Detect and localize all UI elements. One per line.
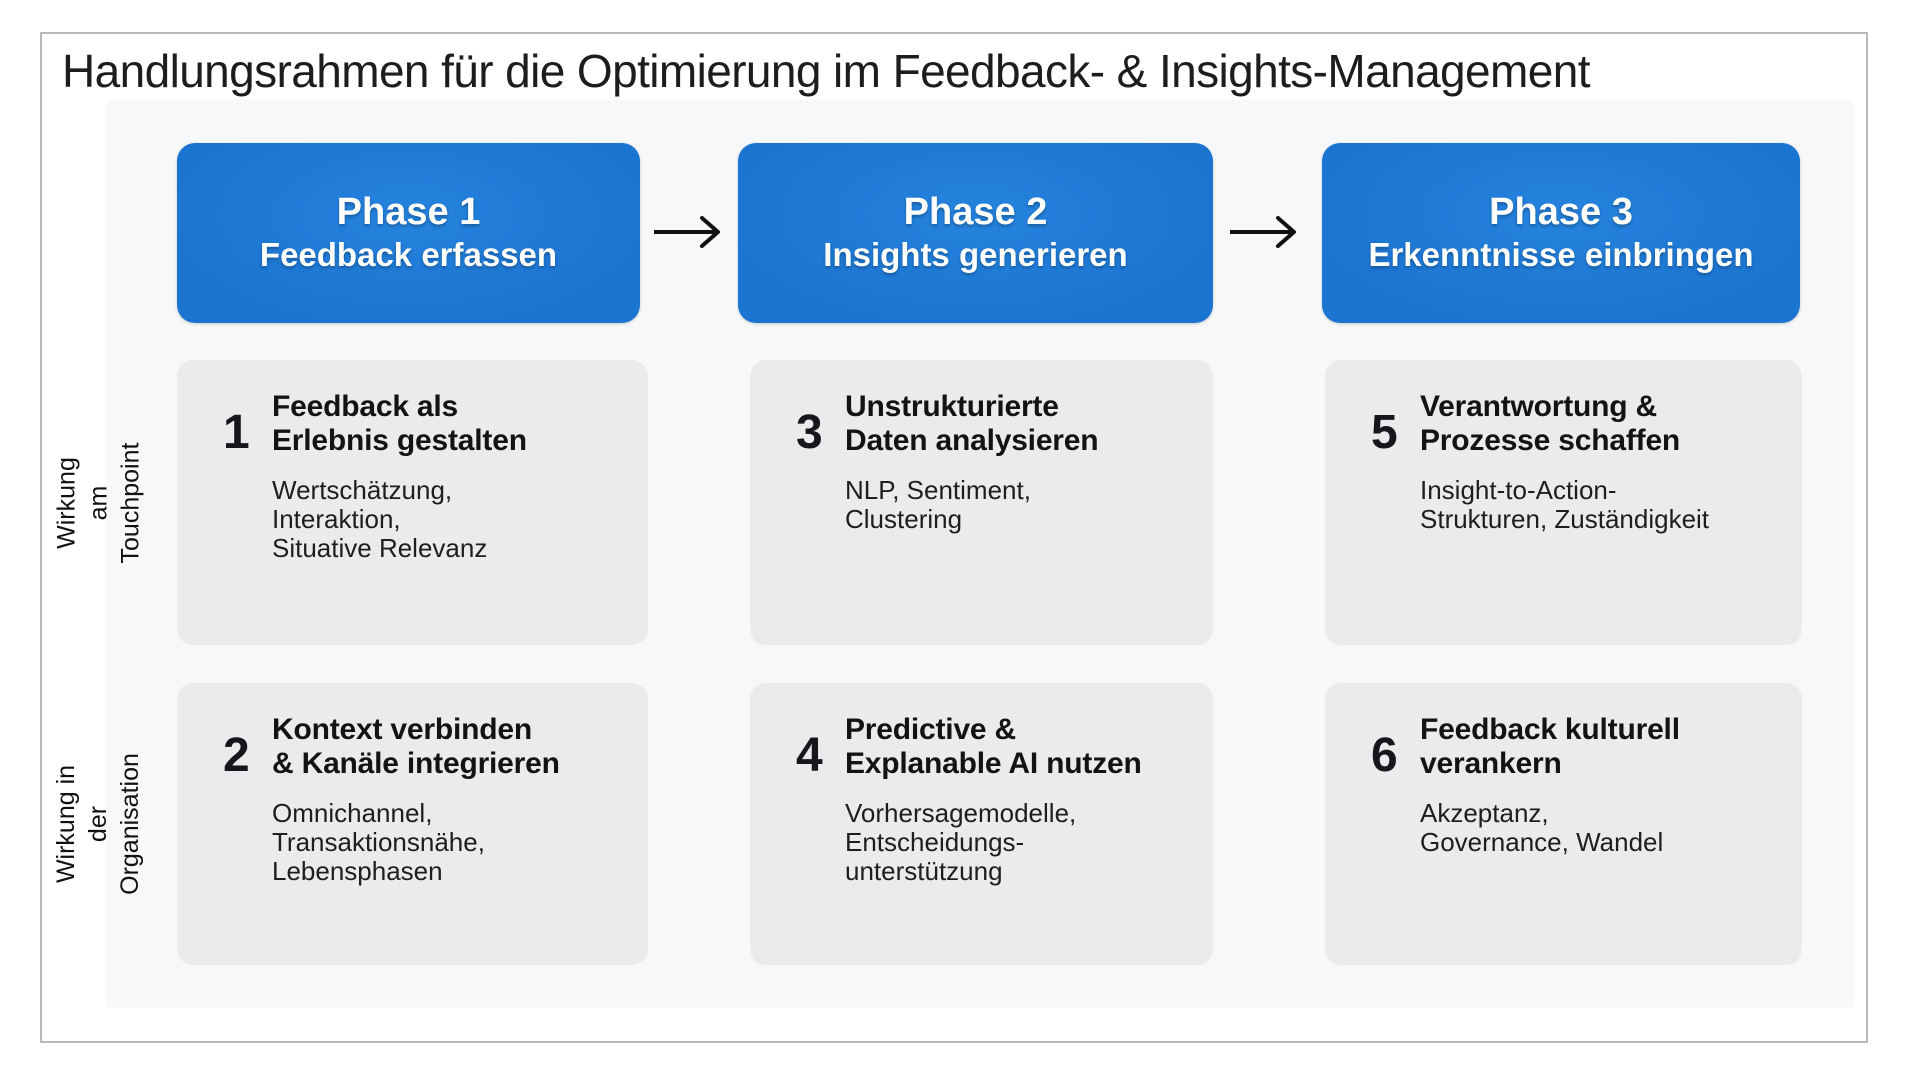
card-title: Feedback als Erlebnis gestalten — [272, 390, 527, 457]
card-body: Akzeptanz, Governance, Wandel — [1420, 798, 1664, 857]
card-number: 6 — [1371, 729, 1398, 782]
card-3-unstrukturierte-daten: 3 Unstrukturierte Daten analysieren NLP,… — [750, 360, 1213, 645]
card-body: Omnichannel, Transaktionsnähe, Lebenspha… — [272, 798, 485, 886]
phase-2-sublabel: Insights generieren — [823, 236, 1128, 274]
card-body: Vorhersagemodelle, Entscheidungs- unters… — [845, 798, 1077, 886]
card-header: 5 Verantwortung & Prozesse schaffen — [1371, 390, 1766, 458]
card-title: Verantwortung & Prozesse schaffen — [1420, 390, 1681, 457]
card-header: 6 Feedback kulturell verankern — [1371, 713, 1766, 781]
card-number: 3 — [796, 406, 823, 459]
card-header: 1 Feedback als Erlebnis gestalten — [223, 390, 612, 458]
card-title: Feedback kulturell verankern — [1420, 713, 1680, 780]
phase-3-label: Phase 3 — [1489, 191, 1633, 234]
phase-1-sublabel: Feedback erfassen — [259, 236, 558, 274]
row-label-organisation: Wirkung in der Organisation — [52, 683, 144, 965]
card-number: 4 — [796, 729, 823, 782]
phase-1-label: Phase 1 — [336, 191, 481, 234]
card-header: 2 Kontext verbinden & Kanäle integrieren — [223, 713, 612, 781]
row-label-touchpoint-text: Wirkung am Touchpoint — [52, 442, 144, 563]
phase-box-1: Phase 1 Feedback erfassen — [177, 143, 640, 323]
row-label-organisation-text: Wirkung in der Organisation — [52, 753, 144, 895]
card-title: Predictive & Explanable AI nutzen — [845, 713, 1142, 780]
card-2-kontext-kanaele: 2 Kontext verbinden & Kanäle integrieren… — [177, 683, 648, 965]
card-body: Insight-to-Action- Strukturen, Zuständig… — [1420, 475, 1710, 534]
page-title: Handlungsrahmen für die Optimierung im F… — [62, 45, 1590, 97]
phase-3-sublabel: Erkenntnisse einbringen — [1368, 236, 1754, 274]
card-6-feedback-kulturell: 6 Feedback kulturell verankern Akzeptanz… — [1325, 683, 1802, 965]
card-body: NLP, Sentiment, Clustering — [845, 475, 1031, 534]
arrow-right-icon — [654, 216, 720, 248]
row-label-touchpoint: Wirkung am Touchpoint — [52, 360, 144, 645]
card-4-predictive-explanable-ai: 4 Predictive & Explanable AI nutzen Vorh… — [750, 683, 1213, 965]
card-number: 2 — [223, 729, 250, 782]
card-number: 5 — [1371, 406, 1398, 459]
card-header: 3 Unstrukturierte Daten analysieren — [796, 390, 1177, 458]
phase-box-3: Phase 3 Erkenntnisse einbringen — [1322, 143, 1800, 323]
card-number: 1 — [223, 406, 250, 459]
card-title: Unstrukturierte Daten analysieren — [845, 390, 1099, 457]
card-body: Wertschätzung, Interaktion, Situative Re… — [272, 475, 488, 563]
card-title: Kontext verbinden & Kanäle integrieren — [272, 713, 560, 780]
arrow-right-icon — [1230, 216, 1296, 248]
phase-box-2: Phase 2 Insights generieren — [738, 143, 1213, 323]
card-5-verantwortung-prozesse: 5 Verantwortung & Prozesse schaffen Insi… — [1325, 360, 1802, 645]
phase-2-label: Phase 2 — [903, 191, 1048, 234]
card-header: 4 Predictive & Explanable AI nutzen — [796, 713, 1177, 781]
card-1-feedback-als-erlebnis: 1 Feedback als Erlebnis gestalten Wertsc… — [177, 360, 648, 645]
